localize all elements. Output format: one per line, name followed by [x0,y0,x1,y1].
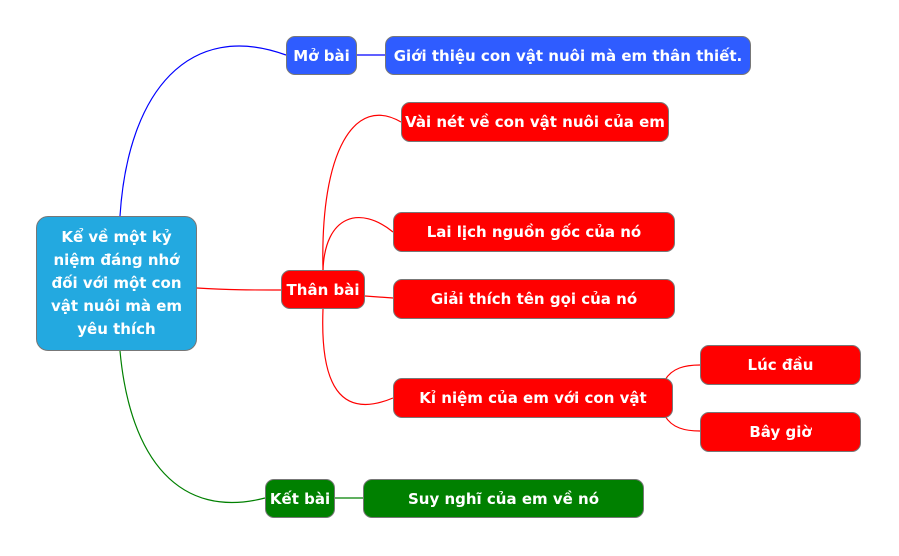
subtopic-memory-2[interactable]: Bây giờ [700,412,861,452]
topic-ket-bai[interactable]: Kết bài [265,479,335,518]
link-body-child-2 [322,217,394,271]
subtopic-body-4[interactable]: Kỉ niệm của em với con vật [393,378,673,418]
subtopic-body-3[interactable]: Giải thích tên gọi của nó [393,279,675,319]
link-root-conclusion [119,350,266,504]
subtopic-memory-1[interactable]: Lúc đầu [700,345,861,385]
topic-than-bai[interactable]: Thân bài [281,270,365,309]
link-body-child-4 [322,308,394,406]
subtopic-conclusion[interactable]: Suy nghĩ của em về nó [363,479,644,518]
subtopic-body-1[interactable]: Vài nét về con vật nuôi của em [401,102,669,142]
link-root-intro [119,45,287,217]
link-body-child-1 [322,114,402,271]
subtopic-body-2[interactable]: Lai lịch nguồn gốc của nó [393,212,675,252]
link-memory-2 [664,415,701,432]
link-memory-1 [664,364,701,381]
subtopic-intro[interactable]: Giới thiệu con vật nuôi mà em thân thiết… [385,36,751,75]
topic-mo-bai[interactable]: Mở bài [286,36,357,75]
link-root-body [196,287,282,291]
link-body-child-3 [364,295,394,299]
root-topic[interactable]: Kể về một kỷ niệm đáng nhớ đối với một c… [36,216,197,351]
